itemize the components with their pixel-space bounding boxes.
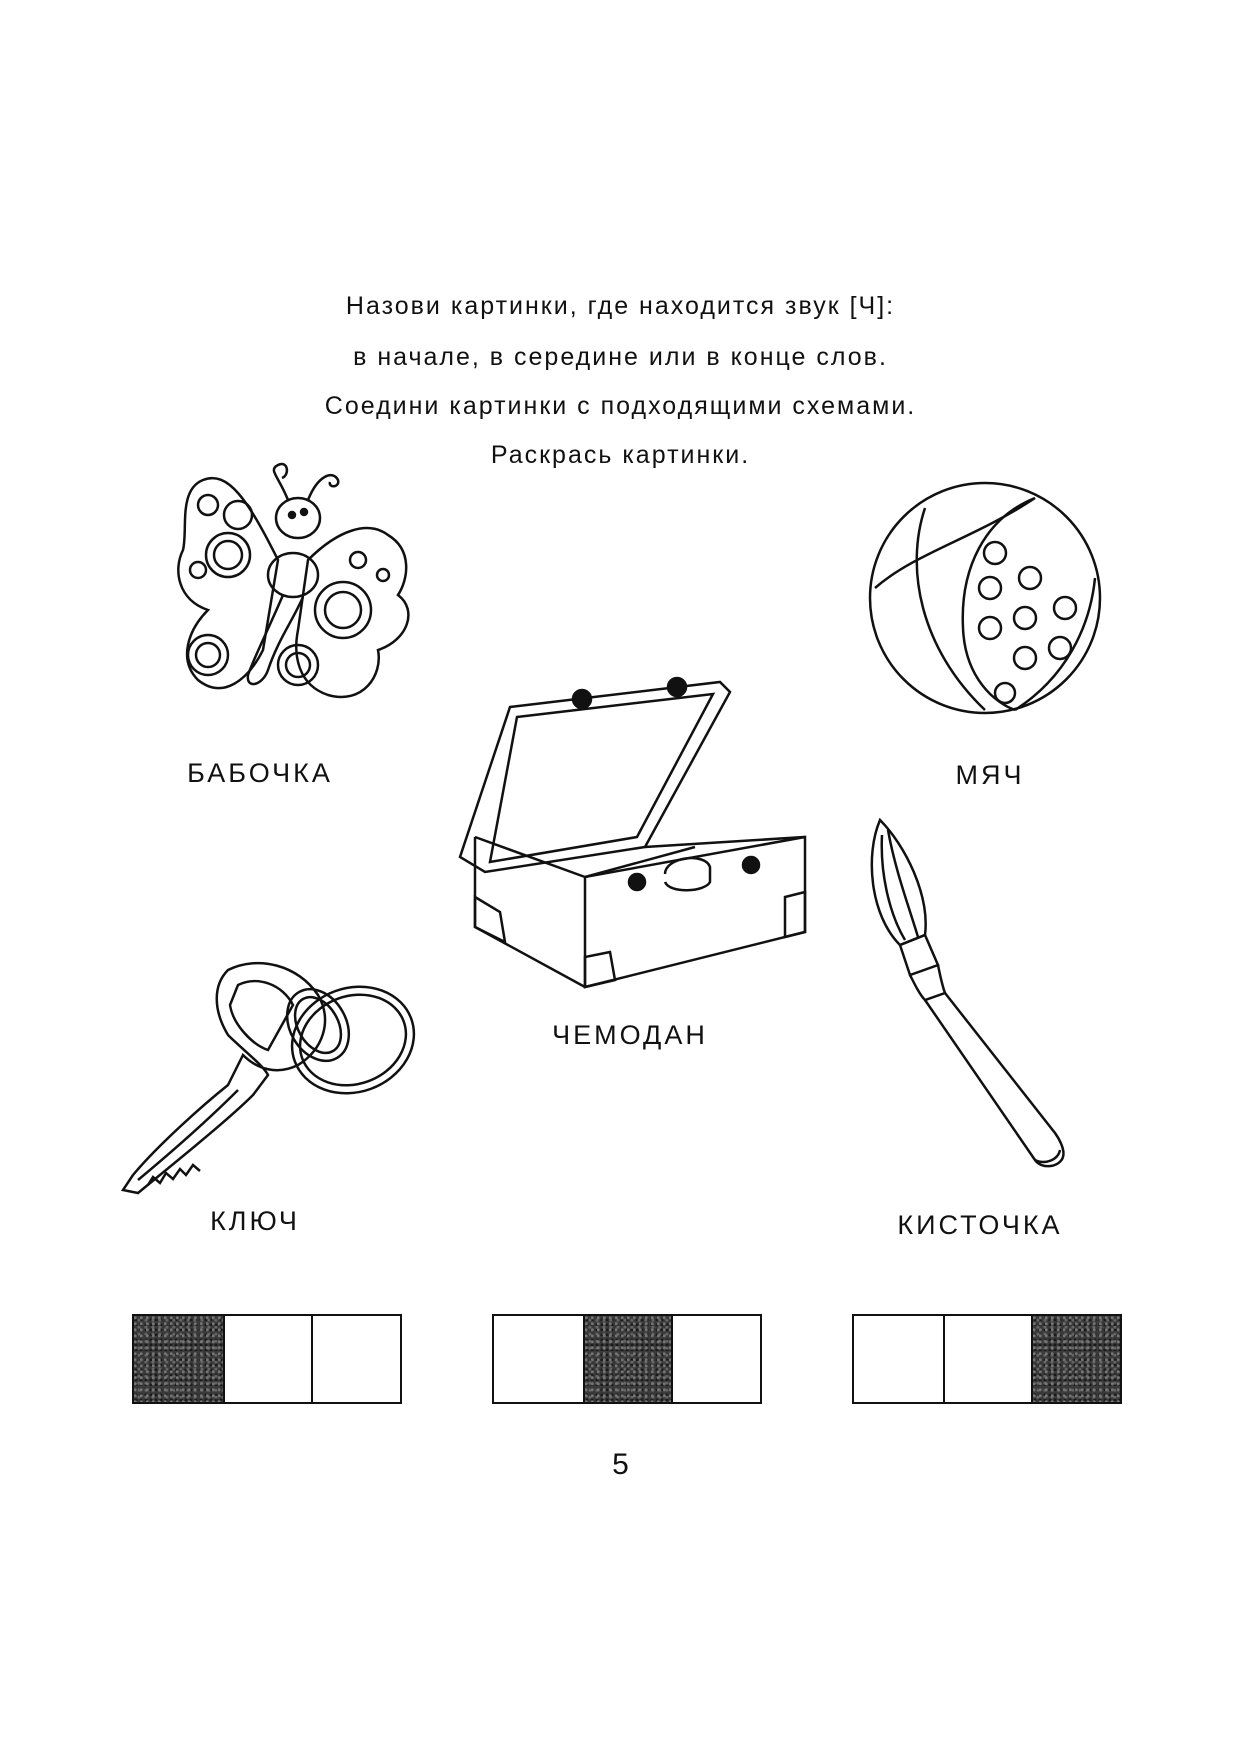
brush-label: КИСТОЧКА [897,1210,1063,1240]
instruction-line-1: Назови картинки, где находится звук [Ч]: [345,292,896,320]
butterfly-label: БАБОЧКА [187,758,333,788]
scheme-cell-empty [494,1316,583,1402]
instruction-line-3: Соедини картинки с подходящими схемами. [324,392,917,420]
instruction-line-4: Раскрась картинки. [490,441,751,469]
suitcase-label: ЧЕМОДАН [552,1020,708,1050]
scheme-cell-filled [1031,1316,1120,1402]
brush-icon[interactable] [860,815,1080,1175]
scheme-cell-empty [311,1316,400,1402]
suitcase-icon[interactable] [455,672,810,992]
scheme-cell-filled [134,1316,223,1402]
key-icon[interactable] [118,955,428,1195]
scheme-middle[interactable] [492,1314,762,1404]
instruction-line-2: в начале, в середине или в конце слов. [353,343,888,371]
ball-label: МЯЧ [955,760,1025,790]
ball-icon[interactable] [865,478,1105,718]
scheme-cell-empty [942,1316,1032,1402]
scheme-end[interactable] [852,1314,1122,1404]
scheme-cell-filled [582,1316,672,1402]
scheme-cell-empty [854,1316,943,1402]
scheme-cell-empty [671,1316,760,1402]
scheme-start[interactable] [132,1314,402,1404]
page-number: 5 [612,1448,629,1481]
scheme-cell-empty [222,1316,312,1402]
key-label: КЛЮЧ [210,1206,300,1236]
butterfly-icon[interactable] [168,460,438,720]
